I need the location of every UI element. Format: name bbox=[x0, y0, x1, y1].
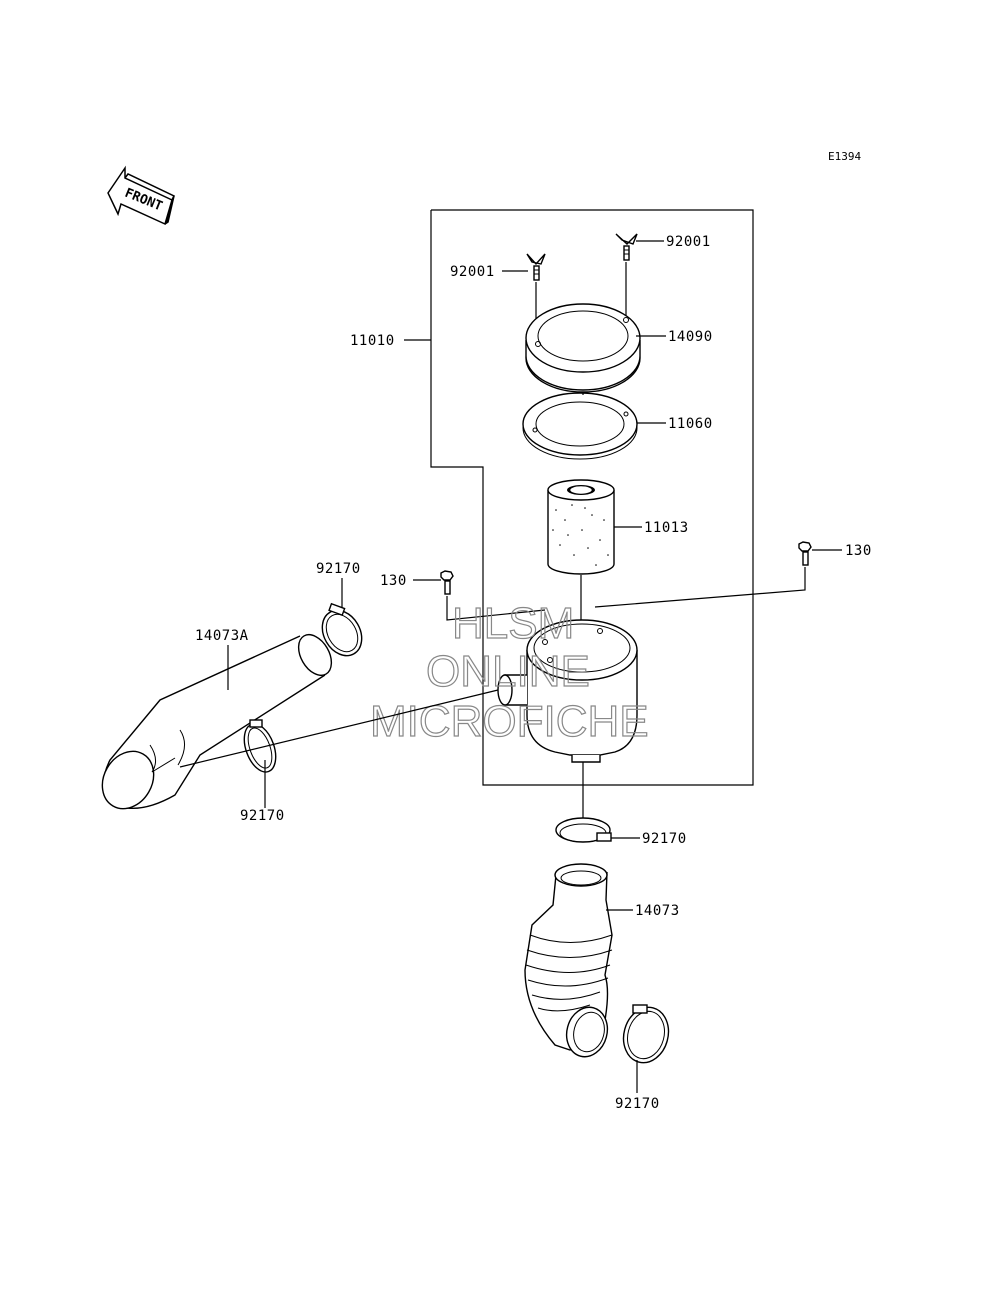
wing-bolt-left bbox=[526, 253, 546, 281]
callout-11013: 11013 bbox=[644, 520, 689, 536]
leader-bolt-130-left bbox=[446, 596, 546, 621]
callout-14073: 14073 bbox=[635, 903, 680, 919]
callout-92170-top: 92170 bbox=[316, 561, 361, 577]
air-cleaner-cover bbox=[525, 303, 641, 393]
watermark-line-2: ONLINE bbox=[426, 647, 590, 696]
callout-130-left: 130 bbox=[380, 573, 407, 589]
callout-130-right: 130 bbox=[845, 543, 872, 559]
callout-92170-bottom: 92170 bbox=[615, 1096, 660, 1112]
callout-92001-right: 92001 bbox=[666, 234, 711, 250]
leader-duct-to-case bbox=[179, 689, 499, 768]
diagram-code: E1394 bbox=[828, 150, 861, 163]
air-cleaner-case bbox=[497, 619, 638, 763]
hose-clamp-middle bbox=[555, 817, 612, 843]
callout-92001-left: 92001 bbox=[450, 264, 495, 280]
watermark-line-3: MICROFICHE bbox=[370, 697, 649, 746]
front-arrow-icon: FRONT bbox=[107, 165, 176, 226]
gasket bbox=[522, 392, 638, 460]
bolt-130-right bbox=[798, 541, 812, 566]
hose-clamp-top bbox=[321, 602, 363, 657]
intake-duct-A bbox=[101, 634, 333, 810]
intake-hose bbox=[524, 863, 613, 1058]
callout-92170-mid: 92170 bbox=[642, 831, 687, 847]
callout-14090: 14090 bbox=[668, 329, 713, 345]
filter-element bbox=[547, 479, 615, 575]
callout-11010: 11010 bbox=[350, 333, 395, 349]
callout-14073A: 14073A bbox=[195, 628, 249, 644]
assembly-bracket bbox=[430, 209, 754, 786]
wing-bolt-right bbox=[615, 233, 638, 261]
callout-92170-left: 92170 bbox=[240, 808, 285, 824]
callout-11060: 11060 bbox=[668, 416, 713, 432]
leader-bolt-130-right bbox=[594, 567, 806, 608]
watermark-line-1: HLSM bbox=[452, 599, 574, 648]
bolt-130-left bbox=[440, 570, 454, 595]
watermark: HLSM ONLINE MICROFICHE bbox=[369, 598, 649, 746]
hose-clamp-bottom bbox=[622, 1004, 670, 1064]
